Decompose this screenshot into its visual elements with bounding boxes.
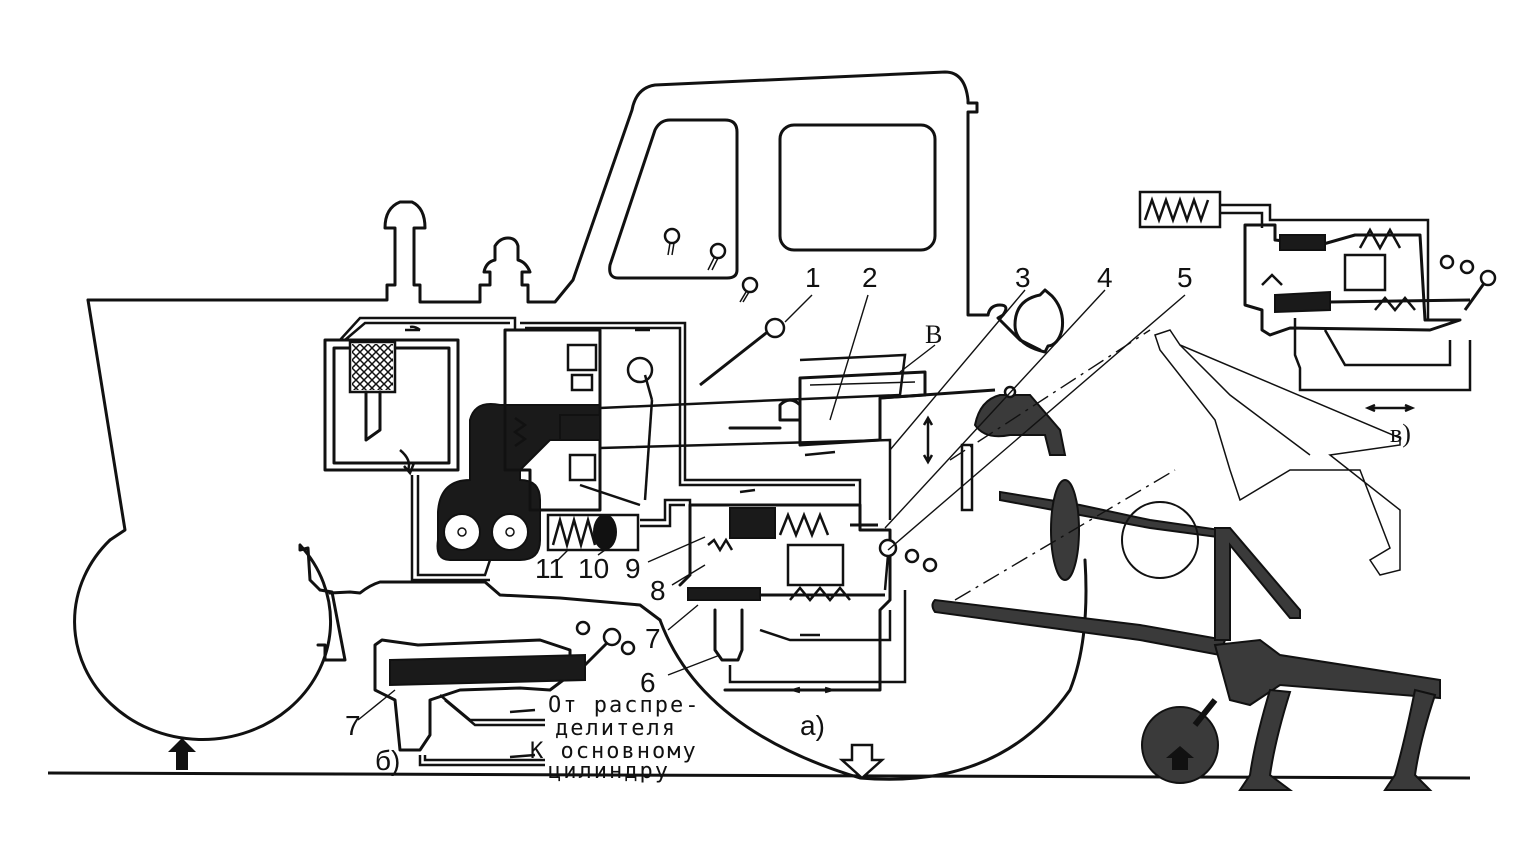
callout-11: 11 [535, 553, 564, 584]
callout-labels: 1 2 3 4 5 6 7 8 9 10 11 7 B [345, 262, 1193, 741]
to-main-cylinder-label-2: цилиндру [548, 759, 670, 784]
safety-valve [546, 513, 640, 552]
callout-leaders [357, 289, 1186, 721]
tractor-body [86, 70, 990, 662]
subfigure-v-valve [1138, 190, 1497, 413]
hydraulic-tank [323, 338, 460, 476]
control-lever-1 [579, 317, 786, 507]
from-distributor-label-1: От распре- [548, 693, 700, 718]
subfigure-labels: a) б) в) [375, 419, 1411, 776]
flow-direction-labels: От распре- делителя К основному цилиндру [530, 693, 700, 784]
point-label-b: B [925, 320, 942, 349]
callout-4: 4 [1097, 262, 1113, 293]
front-wheel [73, 538, 333, 770]
callout-2: 2 [862, 262, 878, 293]
callout-10: 10 [578, 553, 609, 584]
distributor-valve [503, 328, 602, 512]
hydraulic-lines [339, 316, 907, 582]
callout-8: 8 [650, 575, 666, 606]
callout-5: 5 [1177, 262, 1193, 293]
callout-9: 9 [625, 553, 641, 584]
from-distributor-label-2: делителя [555, 716, 677, 741]
support-wheel-arrow-icon [1166, 746, 1194, 770]
implement-raised-outline [949, 329, 1401, 601]
subfigure-label-v: в) [1390, 419, 1411, 448]
subfigure-label-a: a) [800, 710, 825, 741]
gear-pump [436, 403, 601, 561]
callout-7: 7 [645, 623, 661, 654]
downward-force-arrow-icon [838, 743, 886, 780]
upward-force-arrow-icon [168, 738, 196, 770]
callout-6: 6 [640, 667, 656, 698]
callout-1: 1 [805, 262, 821, 293]
regulator-a [678, 503, 907, 694]
callout-7-detail: 7 [345, 710, 361, 741]
subfigure-label-b: б) [375, 745, 400, 776]
cab-control-knobs [663, 227, 938, 573]
three-point-hitch [931, 385, 1441, 791]
rear-wheel [658, 558, 1088, 781]
callout-3: 3 [1015, 262, 1031, 293]
to-main-cylinder-label-1: К основному [530, 739, 698, 764]
subfigure-b-valve [373, 620, 636, 767]
ground-line [47, 771, 1471, 780]
main-cylinder [728, 370, 996, 465]
